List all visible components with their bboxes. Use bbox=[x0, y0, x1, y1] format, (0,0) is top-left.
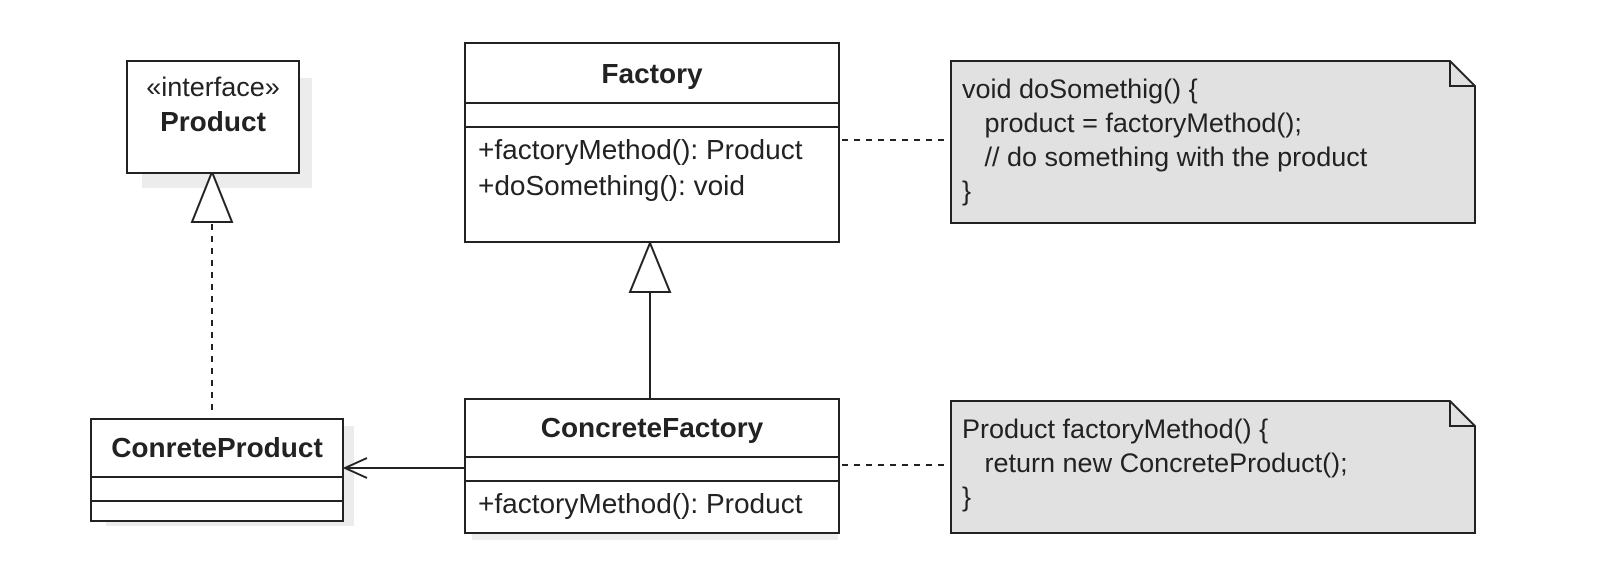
factory-divider-2 bbox=[466, 126, 838, 128]
concrete-factory-divider-1 bbox=[466, 456, 838, 458]
product-interface-class[interactable]: «interface» Product bbox=[126, 60, 300, 174]
factory-note-shape bbox=[950, 60, 1476, 224]
concrete-product-divider-2 bbox=[92, 500, 342, 502]
concrete-factory-class[interactable]: ConcreteFactory +factoryMethod(): Produc… bbox=[464, 398, 840, 534]
factory-method-1: +factoryMethod(): Product bbox=[478, 134, 803, 165]
factory-method-2: +doSomething(): void bbox=[478, 170, 745, 201]
factory-class[interactable]: Factory +factoryMethod(): Product +doSom… bbox=[464, 42, 840, 243]
concrete-product-name: ConreteProduct bbox=[111, 432, 323, 463]
factory-divider-1 bbox=[466, 102, 838, 104]
factory-name: Factory bbox=[601, 58, 703, 89]
concrete-factory-divider-2 bbox=[466, 480, 838, 482]
concrete-factory-method-1: +factoryMethod(): Product bbox=[478, 488, 803, 519]
concrete-factory-note-text: Product factoryMethod() { return new Con… bbox=[962, 414, 1348, 512]
product-stereotype: «interface» bbox=[146, 72, 280, 102]
concrete-product-class[interactable]: ConreteProduct bbox=[90, 418, 344, 522]
factory-note-text: void doSomethig() { product = factoryMet… bbox=[962, 74, 1368, 206]
generalization-arrowhead bbox=[628, 240, 672, 293]
realization-arrowhead bbox=[190, 169, 234, 223]
concrete-product-divider-1 bbox=[92, 476, 342, 478]
association-arrowhead bbox=[342, 457, 368, 479]
concrete-factory-note-shape bbox=[950, 400, 1476, 534]
concrete-factory-name: ConcreteFactory bbox=[540, 412, 764, 443]
factory-note[interactable]: void doSomethig() { product = factoryMet… bbox=[950, 60, 1476, 224]
concrete-factory-note[interactable]: Product factoryMethod() { return new Con… bbox=[950, 400, 1476, 534]
product-name: Product bbox=[160, 106, 266, 137]
